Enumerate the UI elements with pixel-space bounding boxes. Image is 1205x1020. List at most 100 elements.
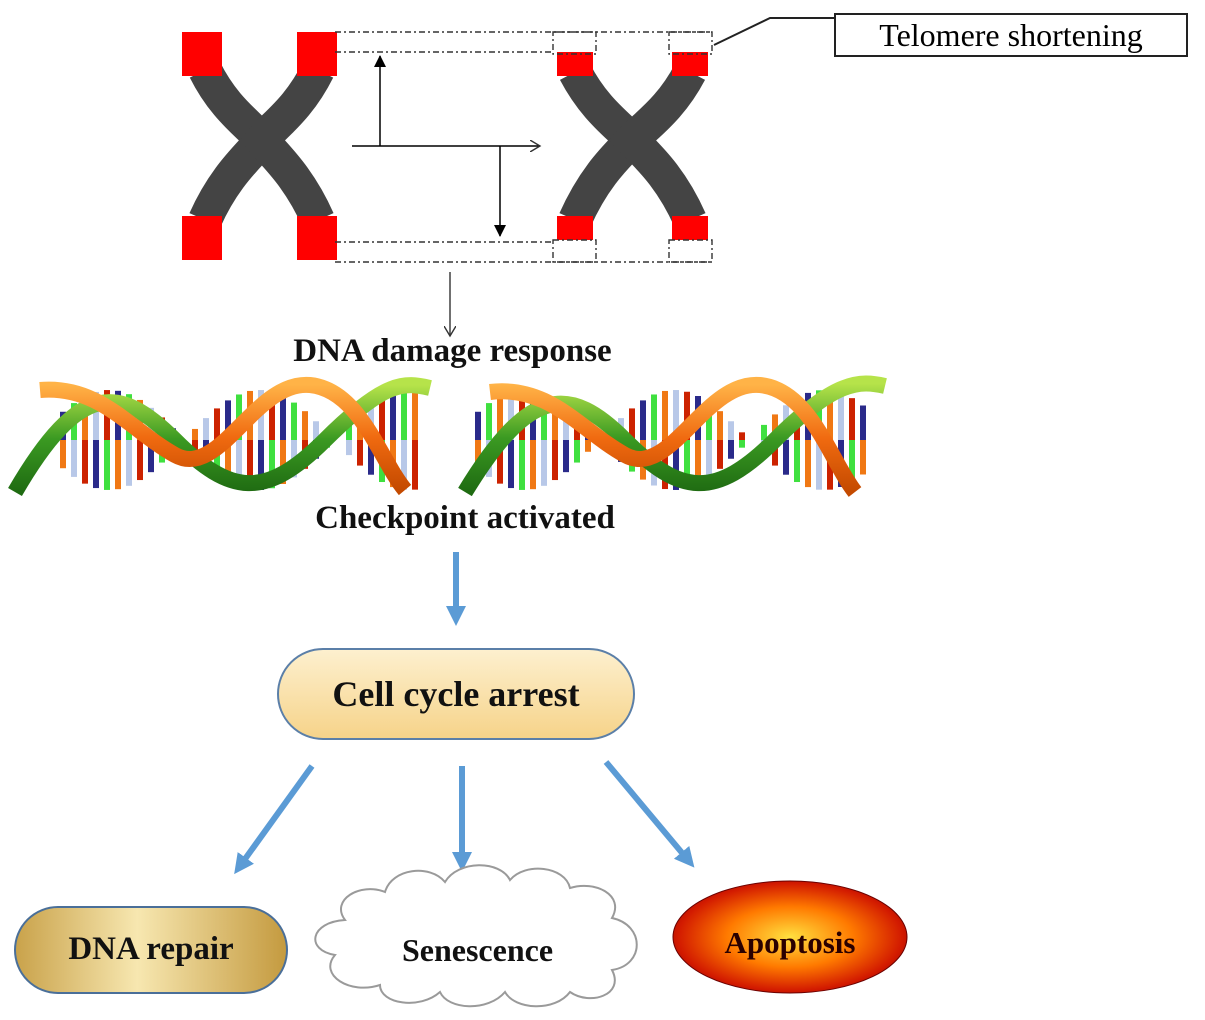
base-pair-rung	[816, 440, 822, 490]
base-pair-rung	[860, 440, 866, 475]
dna-repair-label: DNA repair	[68, 931, 234, 967]
base-pair-rung	[475, 411, 481, 440]
base-pair-rung	[519, 440, 525, 490]
base-pair-rung	[82, 396, 88, 440]
base-pair-rung	[728, 421, 734, 440]
base-pair-rung	[93, 440, 99, 489]
base-pair-rung	[412, 390, 418, 440]
base-pair-rung	[192, 428, 198, 440]
base-pair-rung	[269, 391, 275, 440]
base-pair-rung	[346, 424, 352, 440]
telomere-label: Telomere shortening	[879, 16, 1143, 53]
base-pair-rung	[280, 440, 286, 484]
base-pair-rung	[302, 411, 308, 440]
base-pair-rung	[291, 402, 297, 440]
flow-arrows	[234, 552, 695, 875]
cell-cycle-arrest-label: Cell cycle arrest	[332, 674, 580, 714]
base-pair-rung	[827, 390, 833, 440]
base-pair-rung	[552, 399, 558, 440]
dna-helix	[8, 375, 887, 497]
base-pair-rung	[838, 393, 844, 440]
base-pair-rung	[574, 440, 580, 463]
base-pair-rung	[673, 440, 679, 490]
base-pair-rung	[137, 440, 143, 481]
base-pair-rung	[772, 440, 778, 466]
base-pair-rung	[783, 440, 789, 475]
base-pair-rung	[684, 440, 690, 489]
base-pair-rung	[695, 440, 701, 484]
base-pair-rung	[849, 440, 855, 482]
dna-damage-label: DNA damage response	[293, 333, 612, 369]
base-pair-rung	[475, 440, 481, 469]
base-pair-rung	[684, 391, 690, 440]
base-pair-rung	[390, 392, 396, 440]
base-pair-rung	[115, 440, 121, 490]
base-pair-rung	[497, 396, 503, 440]
base-pair-rung	[849, 398, 855, 440]
base-pair-rung	[192, 440, 198, 452]
telomere-cap	[297, 216, 337, 260]
telomere-cap	[672, 52, 708, 76]
cell-cycle-arrest-shape	[277, 648, 635, 740]
telomere-cap	[557, 52, 593, 76]
telomere-cap	[297, 32, 337, 76]
base-pair-rung	[530, 440, 536, 490]
base-pair-rung	[563, 440, 569, 473]
base-pair-rung	[640, 400, 646, 440]
base-pair-rung	[629, 408, 635, 440]
base-pair-rung	[412, 440, 418, 490]
base-pair-rung	[247, 440, 253, 490]
base-pair-rung	[104, 440, 110, 490]
base-pair-rung	[761, 424, 767, 440]
base-pair-rung	[728, 440, 734, 459]
base-pair-rung	[313, 421, 319, 440]
apoptosis-shape	[672, 880, 908, 994]
base-pair-rung	[673, 390, 679, 440]
base-pair-rung	[486, 403, 492, 440]
base-pair-rung	[706, 440, 712, 478]
base-pair-rung	[541, 440, 547, 486]
base-pair-rung	[794, 440, 800, 483]
telomere-label-box: Telomere shortening	[834, 13, 1188, 57]
base-pair-rung	[71, 440, 77, 477]
base-pair-rung	[357, 440, 363, 466]
base-pair-rung	[401, 390, 407, 440]
chromosome-short	[557, 52, 708, 240]
base-pair-rung	[368, 440, 374, 475]
base-pair-rung	[772, 414, 778, 440]
base-pair-rung	[563, 407, 569, 440]
base-pair-rung	[717, 411, 723, 440]
base-pair-rung	[225, 400, 231, 440]
base-pair-rung	[225, 440, 231, 480]
base-pair-rung	[269, 440, 275, 489]
base-pair-rung	[203, 418, 209, 440]
base-pair-rung	[60, 440, 66, 469]
base-pair-rung	[816, 390, 822, 440]
base-pair-rung	[93, 391, 99, 440]
chromosome-long	[182, 32, 337, 260]
arrow-to-repair	[234, 764, 315, 875]
base-pair-rung	[236, 440, 242, 486]
base-pair-rung	[805, 440, 811, 488]
telomere-cap	[182, 216, 222, 260]
base-pair-rung	[126, 440, 132, 486]
checkpoint-label: Checkpoint activated	[315, 500, 615, 536]
base-pair-rung	[280, 396, 286, 440]
base-pair-rung	[401, 440, 407, 490]
base-pair-rung	[541, 394, 547, 440]
senescence-cloud	[314, 864, 638, 1008]
base-pair-rung	[214, 408, 220, 440]
base-pair-rung	[346, 440, 352, 456]
base-pair-rung	[651, 394, 657, 440]
base-pair-rung	[508, 440, 514, 489]
base-pair-rung	[717, 440, 723, 469]
lost-telomere-markers	[335, 31, 713, 263]
telomere-cap	[672, 216, 708, 240]
shortening-arrows	[352, 55, 540, 237]
telomere-cap	[182, 32, 222, 76]
base-pair-rung	[508, 391, 514, 440]
base-pair-rung	[585, 440, 591, 452]
apoptosis-label: Apoptosis	[724, 925, 856, 960]
base-pair-rung	[148, 440, 154, 473]
